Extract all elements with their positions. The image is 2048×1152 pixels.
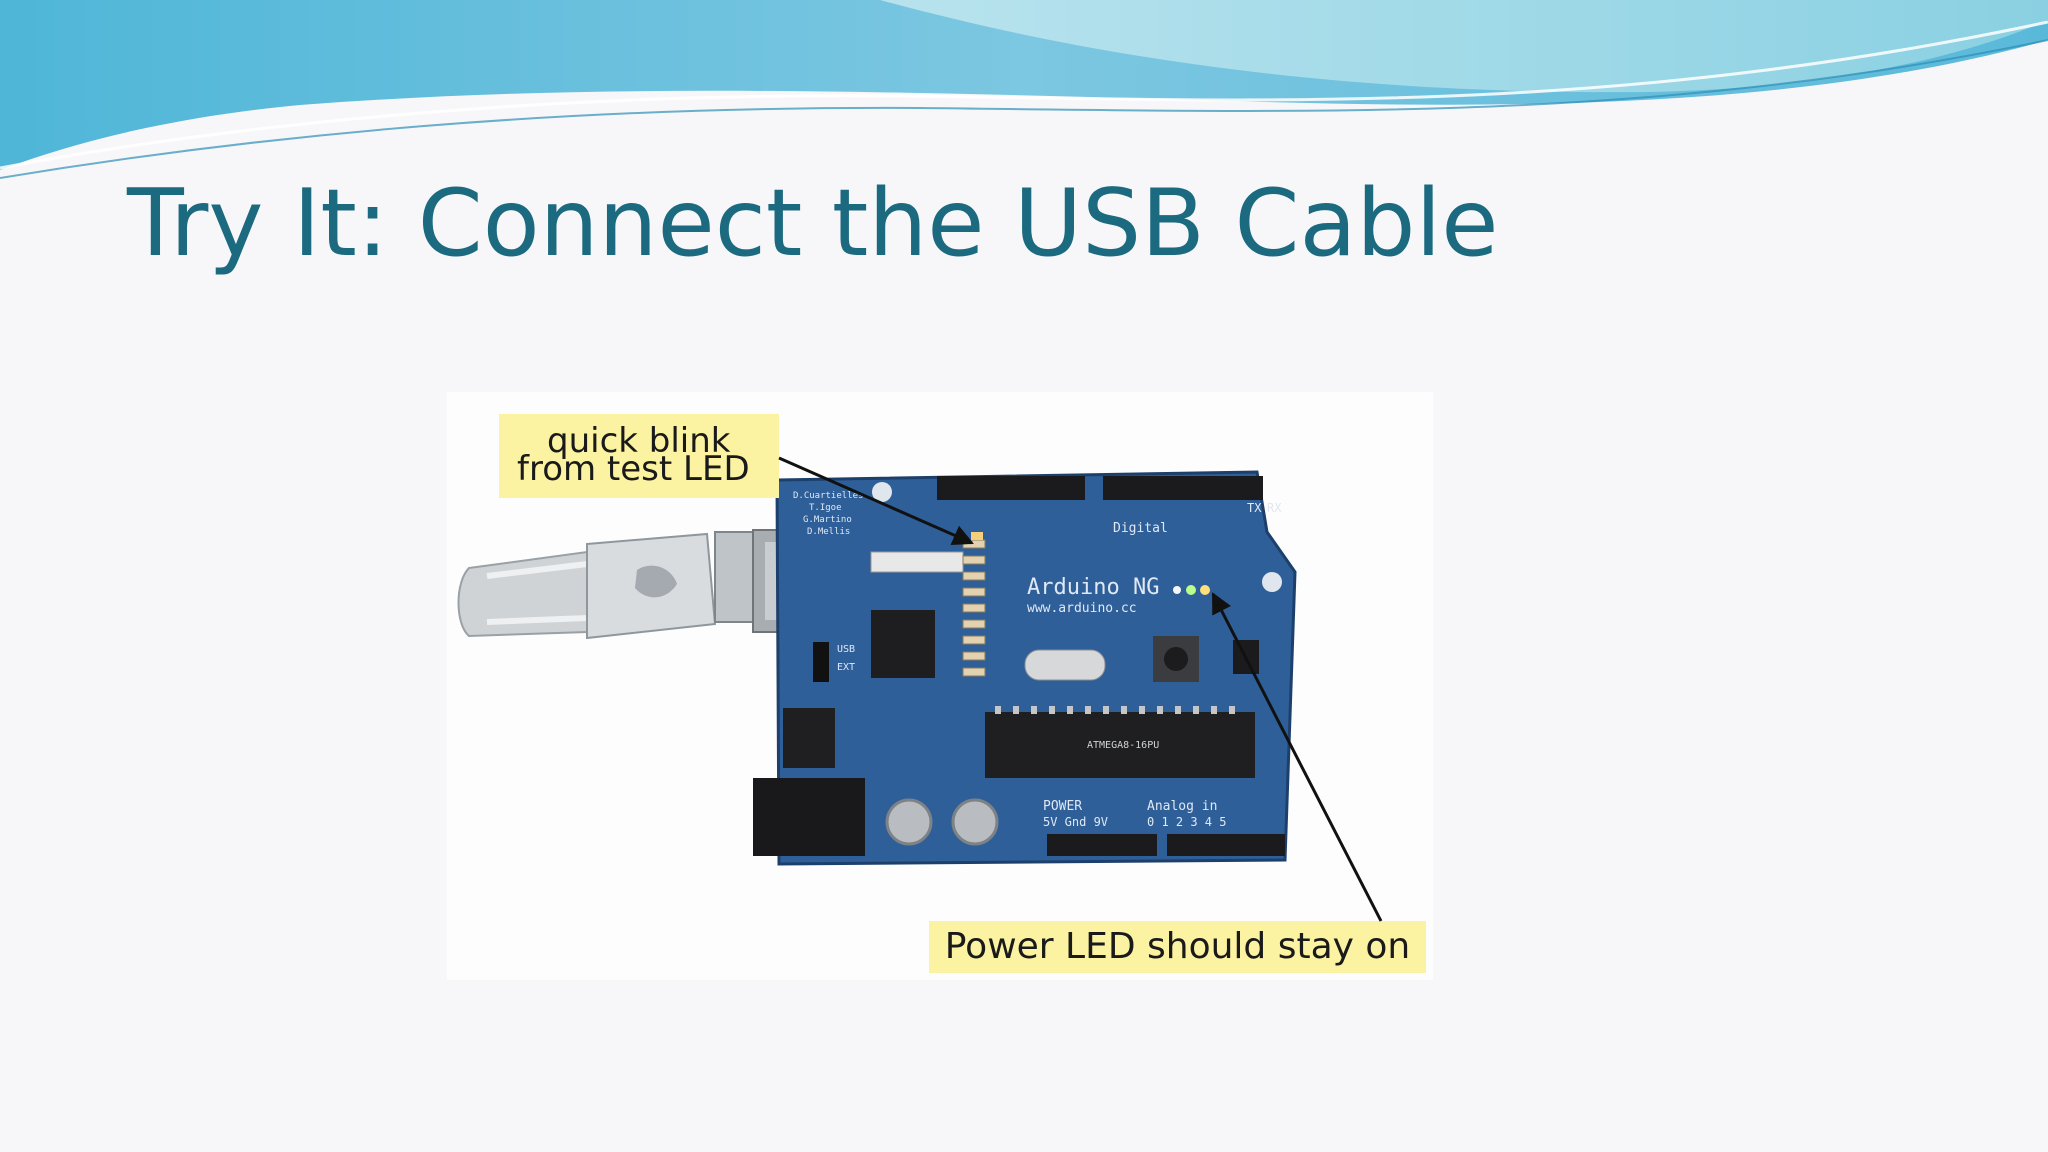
ext-label: EXT [837, 662, 855, 673]
tx-label: TX [1247, 501, 1262, 515]
board-name-label: Arduino NG [1027, 575, 1159, 600]
board-analog-pins: 0 1 2 3 4 5 [1147, 815, 1226, 829]
arduino-board: Arduino NG www.arduino.cc Digital POWER … [753, 470, 1297, 866]
usb-label: USB [837, 644, 855, 655]
arduino-board-photo: Arduino NG www.arduino.cc Digital POWER … [457, 470, 1297, 866]
slide-title: Try It: Connect the USB Cable [127, 169, 1499, 277]
credit-3: G.Martino [803, 515, 852, 525]
credit-1: D.Cuartielles [793, 491, 863, 501]
chip-label: ATMEGA8-16PU [1087, 740, 1159, 751]
board-power-label: POWER [1043, 799, 1082, 814]
power-led-callout: Power LED should stay on [929, 921, 1426, 973]
test-led-callout-line1: quick blink [547, 421, 731, 461]
credit-4: D.Mellis [807, 527, 850, 537]
test-led-callout-line2: from test LED [517, 449, 750, 489]
board-power-pins: 5V Gnd 9V [1043, 815, 1108, 829]
board-digital-label: Digital [1113, 521, 1168, 536]
rx-label: RX [1267, 501, 1282, 515]
board-analog-label: Analog in [1147, 799, 1217, 814]
test-led-callout: quick blink from test LED [499, 414, 779, 498]
wave-header-graphic [0, 0, 2048, 179]
credit-2: T.Igoe [809, 503, 842, 513]
board-url-label: www.arduino.cc [1027, 601, 1137, 616]
